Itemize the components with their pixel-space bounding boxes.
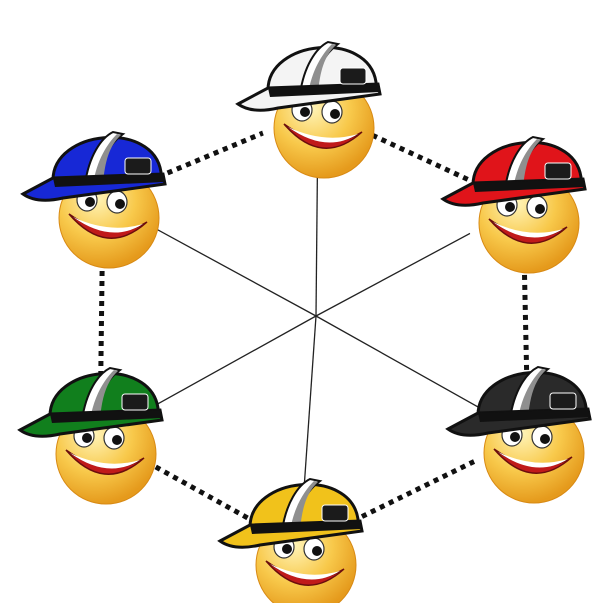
worker-white <box>238 42 380 178</box>
headlamp-icon <box>122 394 148 410</box>
pupil-icon <box>82 433 92 443</box>
worker-yellow <box>220 479 362 603</box>
worker-green <box>20 368 162 504</box>
pupil-icon <box>330 109 340 119</box>
pupil-icon <box>112 435 122 445</box>
pupil-icon <box>505 202 515 212</box>
worker-black <box>448 367 590 503</box>
headlamp-icon <box>550 393 576 409</box>
pupil-icon <box>282 544 292 554</box>
pupil-icon <box>535 204 545 214</box>
headlamp-icon <box>322 505 348 521</box>
pupil-icon <box>312 546 322 556</box>
headlamp-icon <box>125 158 151 174</box>
pupil-icon <box>85 197 95 207</box>
headlamp-icon <box>545 163 571 179</box>
pupil-icon <box>115 199 125 209</box>
pupil-icon <box>510 432 520 442</box>
worker-red <box>443 137 585 273</box>
pupil-icon <box>540 434 550 444</box>
worker-blue <box>23 132 165 268</box>
pupil-icon <box>300 107 310 117</box>
headlamp-icon <box>340 68 366 84</box>
